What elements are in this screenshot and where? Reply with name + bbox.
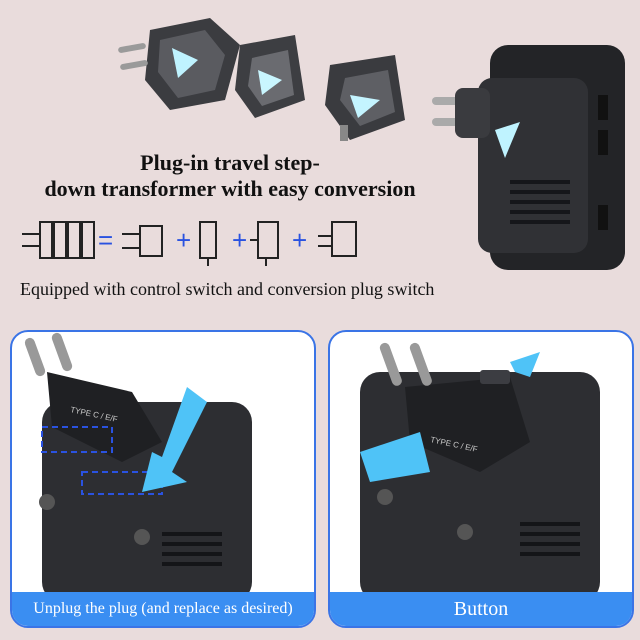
button-caption: Button [330, 592, 632, 626]
transformer-device-image [432, 45, 625, 270]
frame-adapter-image [235, 35, 305, 118]
plug-type-2-icon [199, 221, 217, 266]
headline: Plug-in travel step- down transformer wi… [20, 150, 440, 202]
headline-line-1: Plug-in travel step- [140, 150, 320, 175]
unplug-panel: TYPE C / E/F Unplug the plug (and replac… [10, 330, 316, 628]
feature-subline: Equipped with control switch and convers… [20, 279, 435, 299]
unplug-caption: Unplug the plug (and replace as desired) [12, 592, 314, 626]
multi-plug-icon [22, 221, 95, 259]
plug-type-1-icon [122, 225, 163, 257]
button-panel: TYPE C / E/F Button [328, 330, 634, 628]
plus-sign: + [292, 225, 307, 255]
plus-sign: + [232, 225, 247, 255]
unplug-illustration: TYPE C / E/F [24, 332, 252, 592]
plug-type-3-icon [250, 221, 279, 266]
button-illustration: TYPE C / E/F [360, 342, 600, 592]
plus-sign: + [176, 225, 191, 255]
uk-plug-adapter-image [325, 55, 405, 141]
headline-line-2: down transformer with easy conversion [44, 176, 416, 201]
uk-adapter-image [118, 18, 240, 110]
equals-sign: = [98, 225, 113, 255]
plug-type-4-icon [318, 221, 357, 257]
top-illustration: = + + + [22, 18, 625, 270]
